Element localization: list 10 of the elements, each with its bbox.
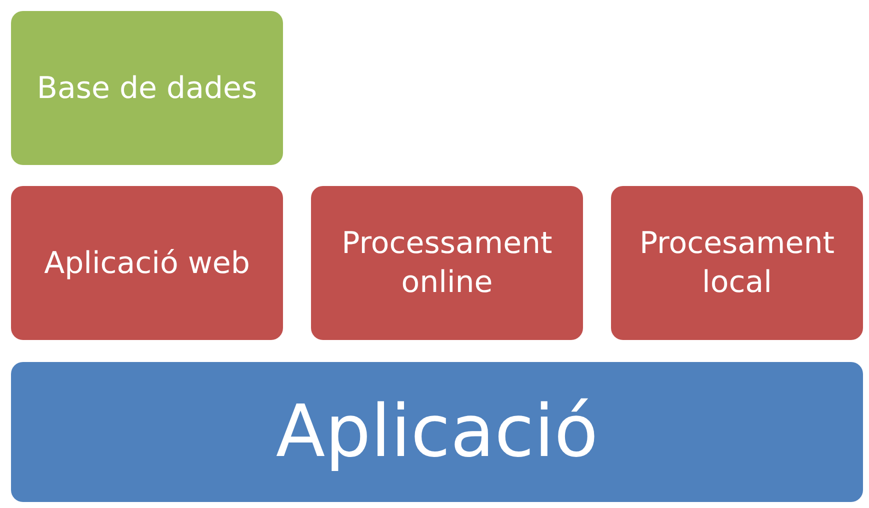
box-label: Aplicació web: [44, 244, 250, 282]
box-label: Base de dades: [36, 70, 258, 108]
database-box: [11, 11, 283, 165]
process-box: [11, 186, 283, 340]
process-box: [311, 186, 583, 340]
box-label: Procesament local: [638, 225, 836, 302]
box-label: Processament online: [340, 225, 554, 302]
process-box: [611, 186, 863, 340]
application-band: [11, 362, 863, 502]
box-label: Aplicació: [276, 388, 598, 476]
